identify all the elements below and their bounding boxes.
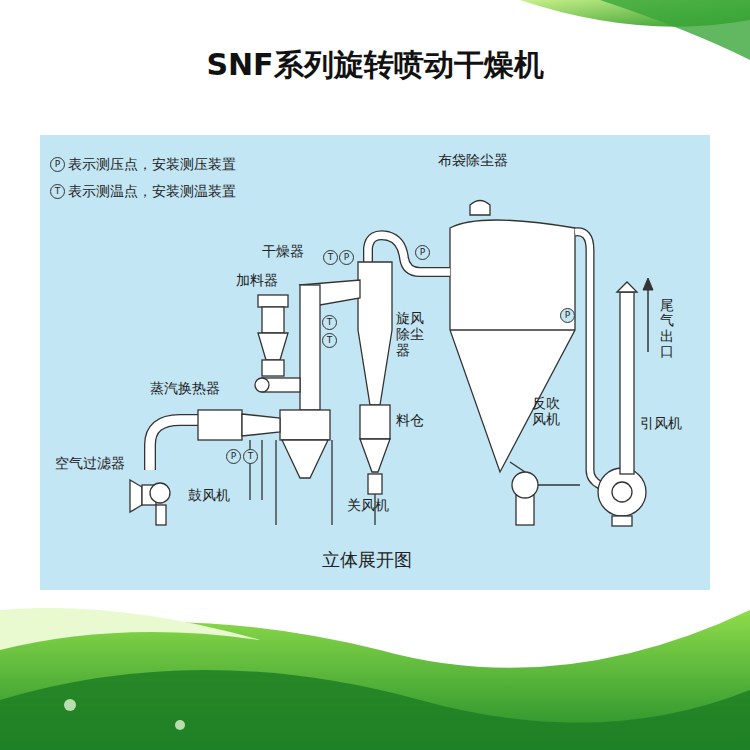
- measure-symbol: P: [226, 449, 241, 464]
- part-label: 引风机: [640, 415, 682, 431]
- part-label: 加料器: [236, 272, 278, 288]
- legend-text: 表示测压点，安装测压装置: [68, 156, 236, 172]
- part-label: 空气过滤器: [55, 455, 125, 471]
- measure-symbol: P: [50, 157, 65, 172]
- part-label: 鼓风机: [188, 487, 230, 503]
- measure-symbol: T: [243, 449, 258, 464]
- measure-symbol: T: [322, 333, 337, 348]
- measure-symbol: T: [322, 315, 337, 330]
- part-label: 尾气出口: [660, 298, 674, 360]
- green-swoosh: [0, 670, 750, 750]
- part-label: 干燥器: [262, 243, 304, 259]
- title: SNF系列旋转喷动干燥机: [0, 48, 750, 83]
- caption: 立体展开图: [322, 550, 412, 571]
- measure-symbol: P: [415, 245, 430, 260]
- measure-symbol: T: [50, 184, 65, 199]
- part-label: 蒸汽换热器: [150, 380, 220, 396]
- measure-symbol: P: [560, 308, 575, 323]
- drop: [64, 699, 76, 711]
- equipment: [130, 201, 646, 527]
- panel: [40, 135, 710, 590]
- drop: [175, 720, 185, 730]
- part-label: 布袋除尘器: [438, 152, 508, 168]
- green-swoosh: [600, 0, 750, 60]
- part-label: 旋风除尘器: [396, 310, 428, 358]
- legend-text: 表示测温点，安装测温装置: [68, 183, 236, 199]
- part-label: 关风机: [347, 497, 389, 513]
- part-label: 料仓: [396, 412, 424, 428]
- measure-symbol: P: [339, 250, 354, 265]
- exhaust-arrow: [643, 278, 653, 352]
- measure-symbol: T: [323, 250, 338, 265]
- green-swoosh: [0, 608, 260, 650]
- part-label: 反吹风机: [532, 395, 564, 427]
